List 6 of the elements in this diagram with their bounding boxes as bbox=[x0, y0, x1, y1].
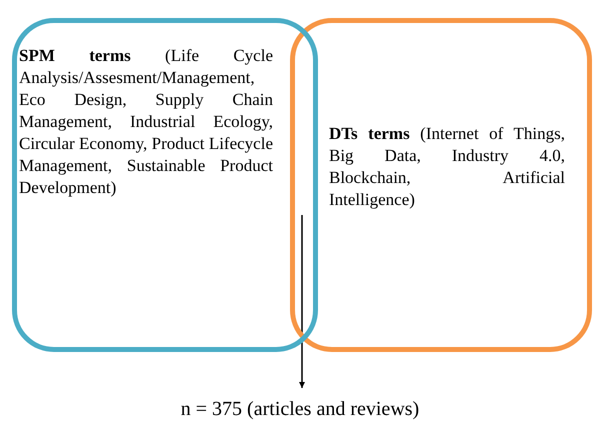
set-description: SPM terms (Life Cycle Analysis/Assesment/Management, Eco Design, Supply Chain Management, Industrial Ecology, Circular Economy, Product Lifecycle Management, Sustainable Product Development) bbox=[19, 45, 273, 199]
set-outline bbox=[290, 18, 592, 352]
set-description: DTs terms (Internet of Things, Big Data, Industry 4.0, Blockchain, Artificial Intelligence) bbox=[329, 123, 565, 211]
set-outline bbox=[12, 18, 318, 352]
result-caption: n = 375 (articles and reviews) bbox=[120, 396, 480, 422]
arrow bbox=[299, 215, 305, 388]
